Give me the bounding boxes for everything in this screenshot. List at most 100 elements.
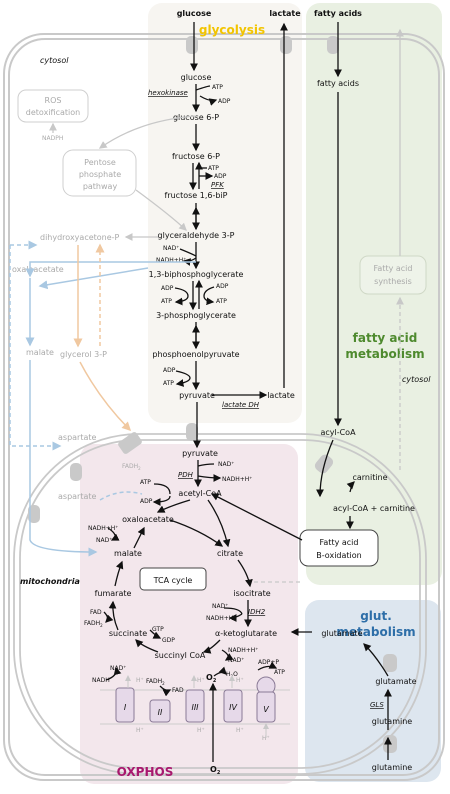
tca-arrows (103, 460, 392, 760)
acetyl-coa: acetyl-CoA (178, 489, 222, 498)
pep: phosphoenolpyruvate (152, 350, 239, 359)
beta-ox-line1: Fatty acid (320, 538, 359, 547)
glycerol3p: glycerol 3-P (60, 350, 107, 359)
adp-1: ADP (218, 98, 231, 105)
fatty-acid-label-2: metabolism (345, 347, 424, 361)
glycolysis-label: glycolysis (199, 23, 265, 37)
glycerol-phosphate-shuttle (73, 243, 132, 432)
nadph: NADPH (42, 135, 63, 142)
malate: malate (114, 549, 142, 558)
svg-text:II: II (158, 708, 163, 717)
fatty-acid-label-1: fatty acid (353, 331, 418, 345)
adp-4: ADP (216, 283, 229, 290)
glycolysis-region (148, 3, 302, 423)
acyl-coa-carnitine: acyl-CoA + carnitine (333, 504, 415, 513)
lactate-exit: lactate (269, 9, 301, 18)
pfk-label: PFK (211, 181, 225, 189)
nadh-5: NADH+H⁺ (228, 647, 258, 654)
pyruvate: pyruvate (179, 391, 215, 400)
fadh2-1: FADH2 (84, 620, 103, 628)
cytosol-label-left: cytosol (40, 56, 69, 65)
svg-text:H⁺: H⁺ (136, 727, 144, 734)
fatty-acids: fatty acids (317, 79, 359, 88)
glyceraldehyde3p: glyceraldehyde 3-P (158, 231, 235, 240)
complex-ii: II (149, 699, 171, 723)
atp-6: ATP (140, 479, 151, 486)
fatty-acid-synthesis-line2: synthesis (374, 277, 412, 286)
atp-1: ATP (212, 84, 223, 91)
dhap: dihydroxyacetone-P (40, 233, 120, 242)
atp-oxphos: ATP (274, 669, 285, 676)
aspartate-mito: aspartate (58, 492, 97, 501)
nadh-4: NADH+H⁺ (206, 615, 236, 622)
oxaloacetate-cyto: oxaloacetate (12, 265, 64, 274)
cell-membrane-outer (3, 33, 445, 781)
beta-ox-line2: B-oxidation (316, 551, 361, 560)
cytosol-label-right: cytosol (402, 375, 431, 384)
nadh-oxphos: NADH (92, 677, 110, 684)
ros-line2: detoxification (26, 108, 80, 117)
nadh-3: NADH+H⁺ (88, 525, 118, 532)
succinate: succinate (109, 629, 147, 638)
proton-labels: H⁺ H⁺ H⁺ H⁺ H⁺ H⁺ H⁺ (136, 677, 270, 742)
fructose16bip: fructose 1,6-biP (165, 191, 228, 200)
fumarate: fumarate (95, 589, 132, 598)
glut-metabolism-region (305, 600, 441, 782)
fadh2-shuttle: FADH2 (122, 463, 141, 471)
nad-4: NAD⁺ (212, 603, 228, 610)
svg-text:III: III (191, 703, 199, 712)
glutamate-mito: glutamate (375, 677, 416, 686)
complex-iii: III (185, 689, 205, 723)
hexokinase-label: hexokinase (148, 89, 188, 97)
ppp-line1: Pentose (84, 158, 116, 167)
akg: α-ketoglutarate (215, 629, 277, 638)
pyruvate-mito: pyruvate (182, 449, 218, 458)
ppp-arrows (49, 115, 197, 241)
proton-arrows (125, 675, 269, 738)
gls-label: GLS (370, 701, 384, 709)
cell-membrane-inner (8, 38, 440, 776)
glutamate-cyto: glutamate (321, 629, 362, 638)
glycolysis-arrows (174, 22, 288, 449)
oxphos-label: OXPHOS (117, 765, 174, 779)
nad-1: NAD⁺ (163, 245, 179, 252)
fad-1: FAD (90, 609, 102, 616)
oxaloacetate: oxaloacetate (122, 515, 174, 524)
atp-5: ATP (163, 380, 174, 387)
tca-cycle-label: TCA cycle (153, 576, 193, 585)
mito-outer-membrane (13, 433, 427, 775)
complex-i: I (115, 687, 135, 723)
glutamine-out: glutamine (372, 763, 412, 772)
acyl-coa: acyl-CoA (320, 428, 356, 437)
nad-oxphos: NAD⁺ (110, 665, 126, 672)
mito-inner-membrane (19, 439, 421, 769)
fadh2-oxphos: FADH2 (146, 678, 165, 686)
svg-text:H⁺: H⁺ (197, 727, 205, 734)
pg3: 3-phosphoglycerate (156, 311, 236, 320)
malate-aspartate-shuttle (9, 240, 196, 557)
adp-3: ADP (161, 285, 174, 292)
lactate: lactate (267, 391, 295, 400)
svg-text:H⁺: H⁺ (197, 677, 205, 684)
complex-v: V (256, 676, 276, 723)
complex-iv: IV (223, 689, 243, 723)
fatty-acid-synthesis-box (359, 255, 427, 295)
svg-text:H⁺: H⁺ (262, 735, 270, 742)
oxphos-arrows (105, 661, 278, 762)
svg-text:H⁺: H⁺ (236, 727, 244, 734)
ros-box (17, 89, 89, 123)
idh2-label: IDH2 (248, 608, 266, 616)
ppp-line2: phosphate (79, 170, 121, 179)
o2-top: O2 (206, 673, 217, 684)
atp-2: ATP (208, 165, 219, 172)
svg-text:IV: IV (229, 703, 237, 712)
svg-text:V: V (263, 705, 269, 714)
transporters (28, 36, 397, 753)
nad-2: NAD⁺ (218, 461, 234, 468)
fructose6p: fructose 6-P (172, 152, 220, 161)
pdh-label: PDH (178, 471, 194, 479)
adp-2: ADP (214, 173, 227, 180)
ppp-box (62, 149, 137, 197)
bpg: 1,3-biphosphoglycerate (149, 270, 244, 279)
